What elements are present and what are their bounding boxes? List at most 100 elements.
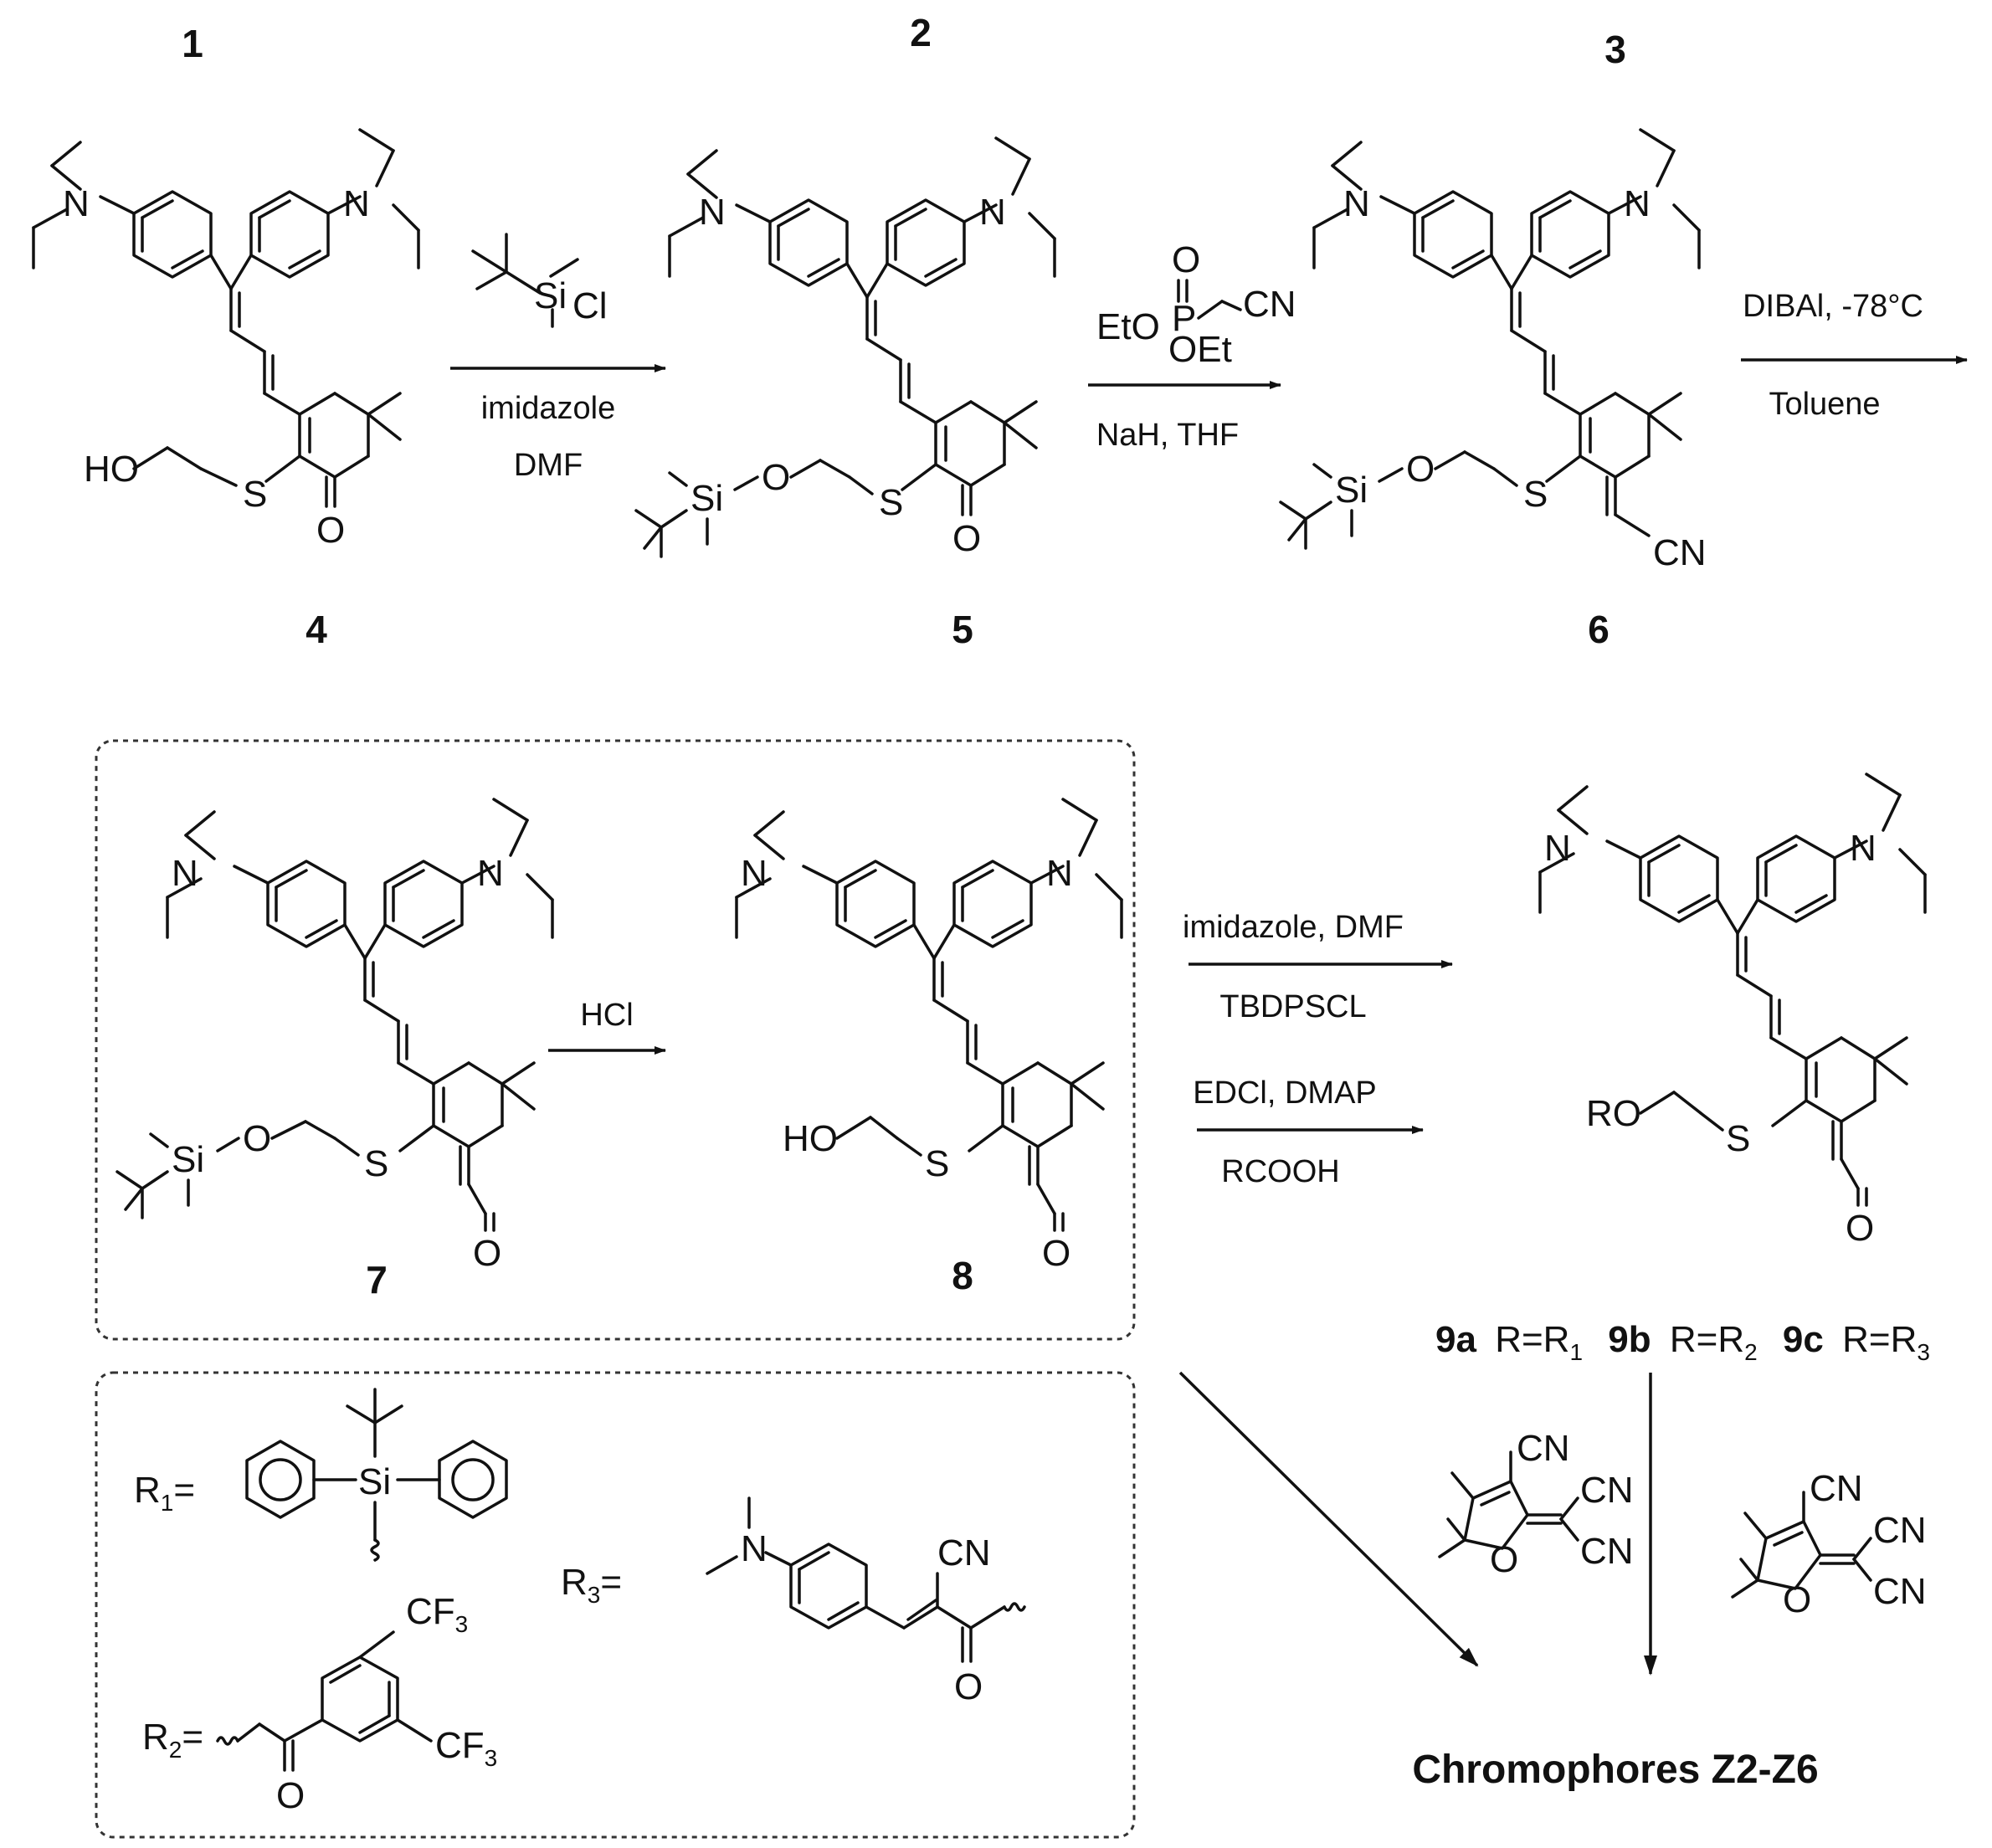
sub-9b: 2: [1744, 1339, 1758, 1365]
def-9a: R=R: [1495, 1319, 1569, 1360]
r1-label: R: [134, 1470, 161, 1511]
atom-n-right: N: [477, 853, 504, 894]
phosphonate-o: O: [1172, 239, 1200, 280]
acceptor-cn-right-2: CN: [1580, 1531, 1634, 1572]
svg-text:R3=: R3=: [561, 1562, 622, 1608]
converging-arrow-left: [1178, 1371, 1479, 1667]
r1-eq: =: [173, 1470, 195, 1511]
r2-sub: 2: [169, 1737, 182, 1763]
compound-number-8: 8: [952, 1254, 973, 1297]
compound-4-structure: N N S HO O: [32, 128, 420, 551]
reagent-step1-top: imidazole: [481, 391, 616, 426]
phosphonate-cn: CN: [1243, 284, 1296, 325]
phosphonate-reagent: O P EtO OEt CN: [1096, 239, 1296, 370]
r3-n: N: [741, 1528, 768, 1569]
reagent-step5a-bottom: TBDPSCL: [1219, 989, 1366, 1024]
cf3-top-sub: 3: [455, 1611, 469, 1637]
acceptor-cn-top: CN: [1517, 1428, 1570, 1469]
def-9c: R=R: [1842, 1319, 1917, 1360]
atom-o-aldehyde: O: [473, 1233, 501, 1274]
atom-ho: HO: [783, 1118, 838, 1159]
atom-s: S: [1523, 474, 1548, 515]
atom-s: S: [1726, 1118, 1750, 1159]
dashed-box-intermediates: [95, 739, 1136, 1341]
atom-o-aldehyde: O: [1042, 1233, 1070, 1274]
tbscl-reagent: Si Cl: [471, 233, 608, 328]
label-9c: 9c: [1783, 1319, 1824, 1360]
reagent-step5b-top: EDCl, DMAP: [1193, 1075, 1377, 1111]
atom-o-ether: O: [243, 1118, 271, 1159]
atom-n-left: N: [172, 853, 198, 894]
atom-n-left: N: [741, 853, 768, 894]
r1-sub: 1: [161, 1490, 174, 1516]
reagent-step1-bottom: DMF: [514, 448, 583, 483]
compound-8-structure: N N S HO O: [735, 798, 1123, 1274]
atom-o-ether: O: [1406, 449, 1435, 490]
acceptor-cn-right-1: CN: [1580, 1470, 1634, 1511]
r3-label: R: [561, 1562, 588, 1603]
atom-s: S: [243, 474, 267, 515]
reagent-step5a-top: imidazole, DMF: [1183, 910, 1404, 945]
def-9b: R=R: [1670, 1319, 1744, 1360]
svg-text:R1=: R1=: [134, 1470, 195, 1516]
r3-structure: R3= N CN O: [561, 1496, 1026, 1707]
atom-o-ketone: O: [952, 518, 981, 559]
label-9a: 9a: [1435, 1319, 1476, 1360]
acceptor-o: O: [1783, 1579, 1811, 1620]
atom-n-right: N: [979, 192, 1006, 233]
compound-7-structure: N N S O Si O: [116, 798, 554, 1274]
r3-eq: =: [600, 1562, 622, 1603]
svg-text:CF3: CF3: [435, 1725, 497, 1771]
r3-cn: CN: [937, 1532, 991, 1573]
tcf-acceptor-1: CN CN CN O: [1438, 1428, 1634, 1580]
compound-number-6: 6: [1588, 608, 1610, 651]
tbscl-cl: Cl: [572, 285, 608, 326]
compound-9-structure: N N S RO O: [1538, 773, 1927, 1249]
r3-o: O: [954, 1666, 983, 1707]
compound-number-2: 2: [910, 11, 932, 54]
cf3-bottom: CF: [435, 1725, 485, 1766]
cf3-top: CF: [406, 1591, 455, 1632]
phosphonate-oet: OEt: [1168, 329, 1232, 370]
atom-si: Si: [1335, 470, 1368, 511]
r1-structure: R1= Si: [134, 1388, 508, 1562]
atom-n-left: N: [1544, 828, 1571, 869]
phosphonate-p: P: [1172, 298, 1196, 339]
compound-number-1: 1: [182, 22, 203, 65]
phosphonate-eto: EtO: [1096, 306, 1160, 347]
atom-o-ether: O: [762, 457, 790, 498]
tbscl-si: Si: [534, 275, 567, 316]
acceptor-o: O: [1490, 1539, 1518, 1580]
sub-9c: 3: [1917, 1339, 1930, 1365]
compound-number-5: 5: [952, 608, 973, 651]
atom-n-left: N: [1343, 183, 1370, 224]
atom-si: Si: [691, 478, 723, 519]
atom-si: Si: [172, 1139, 204, 1180]
r2-structure: R2= O CF3 CF3: [142, 1591, 497, 1816]
compound-number-4: 4: [305, 608, 327, 651]
sub-9a: 1: [1569, 1339, 1583, 1365]
acceptor-cn-right-1: CN: [1873, 1510, 1927, 1551]
atom-n-left: N: [699, 192, 726, 233]
atom-o-ketone: O: [316, 510, 345, 551]
final-product-label: Chromophores Z2-Z6: [1412, 1748, 1818, 1792]
atom-n-right: N: [1850, 828, 1876, 869]
reagent-step5b-bottom: RCOOH: [1221, 1154, 1339, 1189]
atom-s: S: [925, 1143, 949, 1184]
atom-s: S: [364, 1143, 388, 1184]
acceptor-cn-right-2: CN: [1873, 1571, 1927, 1612]
r2-eq: =: [182, 1717, 203, 1758]
reagent-step3-top: DIBAl, -78°C: [1743, 289, 1923, 324]
reagent-step2-bottom: NaH, THF: [1096, 418, 1239, 453]
atom-cn: CN: [1653, 532, 1707, 573]
dashed-box-r-groups: [95, 1371, 1136, 1839]
r2-o: O: [276, 1775, 305, 1816]
compound-6-structure: N N S O Si CN: [1279, 128, 1707, 573]
r3-sub: 3: [588, 1582, 601, 1608]
r1-si: Si: [358, 1461, 391, 1502]
atom-o-aldehyde: O: [1846, 1208, 1874, 1249]
atom-n-right: N: [1046, 853, 1073, 894]
svg-text:CF3: CF3: [406, 1591, 468, 1637]
atom-ro: RO: [1586, 1093, 1641, 1134]
